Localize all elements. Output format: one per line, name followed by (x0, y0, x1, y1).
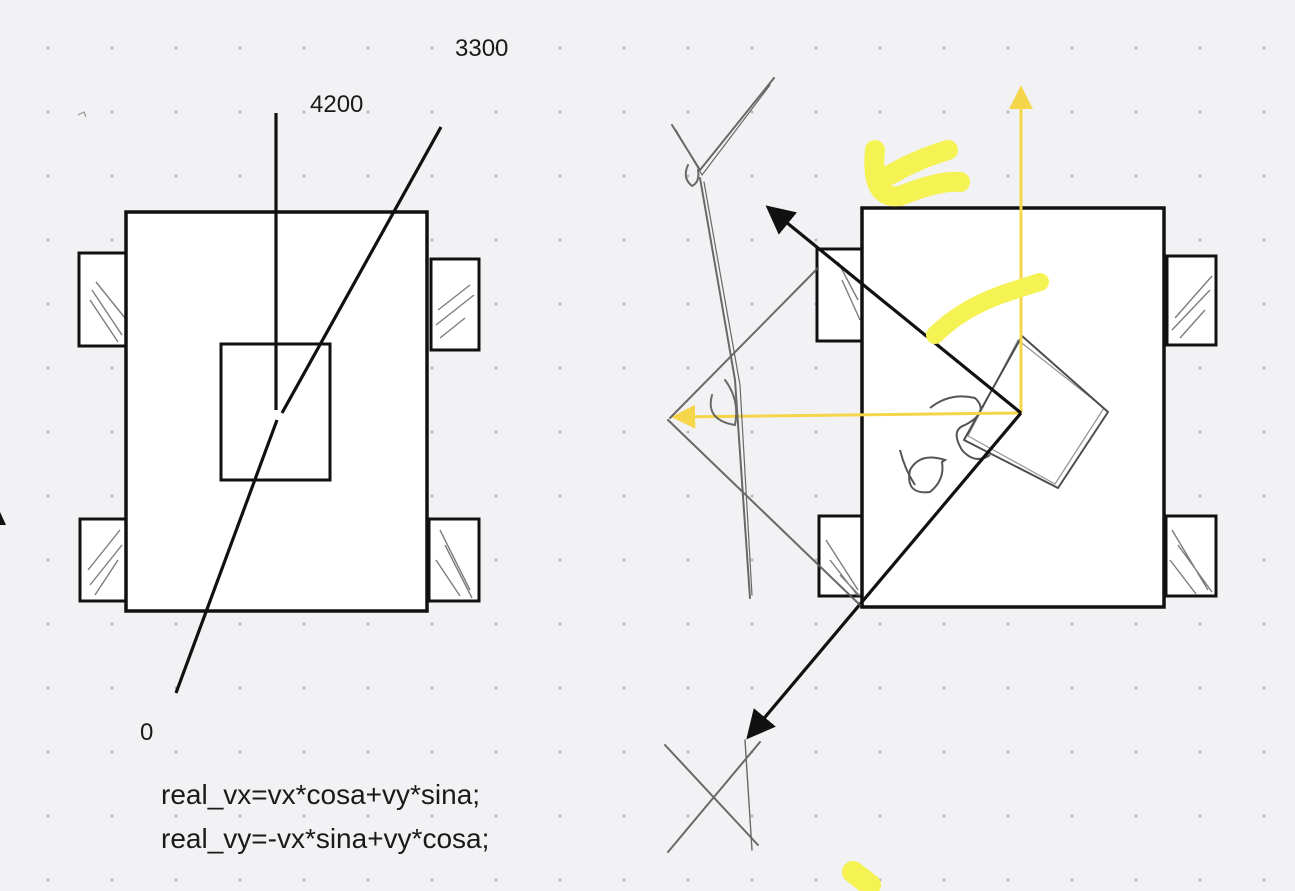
right-robot-wheel-rear-left (817, 514, 867, 598)
highlighter-alpha (864, 140, 970, 207)
right-robot-wheel-hatching (825, 261, 1213, 597)
label-0: 0 (140, 719, 153, 746)
black-rotated-axis-down-left (746, 411, 1023, 740)
label-4200: 4200 (310, 91, 363, 118)
right-robot-wheel-front-right (1165, 254, 1218, 347)
left-robot-diagonal-line-upper (280, 126, 443, 414)
right-robot-wheel-rear-right (1164, 514, 1218, 598)
pencil-scribbles (664, 77, 861, 853)
pencil-alpha-sketch (899, 395, 991, 494)
left-robot-wheel-rear-left (78, 517, 130, 603)
left-robot (77, 113, 481, 694)
formula-real-vy: real_vy=-vx*sina+vy*cosa; (161, 823, 490, 854)
left-robot-diagonal-line (174, 419, 279, 694)
label-3300: 3300 (455, 35, 508, 62)
stray-mark (77, 111, 87, 118)
right-robot (671, 85, 1218, 740)
yellow-x-axis-arrow (671, 404, 1022, 429)
left-robot-wheel-front-right (429, 257, 481, 352)
right-robot-wheel-front-left (815, 247, 866, 343)
left-robot-wheel-hatching (87, 281, 475, 599)
pencil-rotated-square (963, 335, 1109, 489)
left-robot-wheel-front-left (77, 251, 129, 348)
highlighter-gamma (926, 273, 1049, 344)
partial-arrowhead (0, 512, 6, 525)
formula-block: real_vx=vx*cosa+vy*sina; real_vy=-vx*sin… (161, 773, 489, 861)
yellow-highlighter-marks (842, 140, 1049, 891)
black-rotated-axis-up-left (765, 205, 1023, 415)
highlighter-bottom-blob (842, 861, 881, 891)
formula-real-vx: real_vx=vx*cosa+vy*sina; (161, 779, 481, 810)
